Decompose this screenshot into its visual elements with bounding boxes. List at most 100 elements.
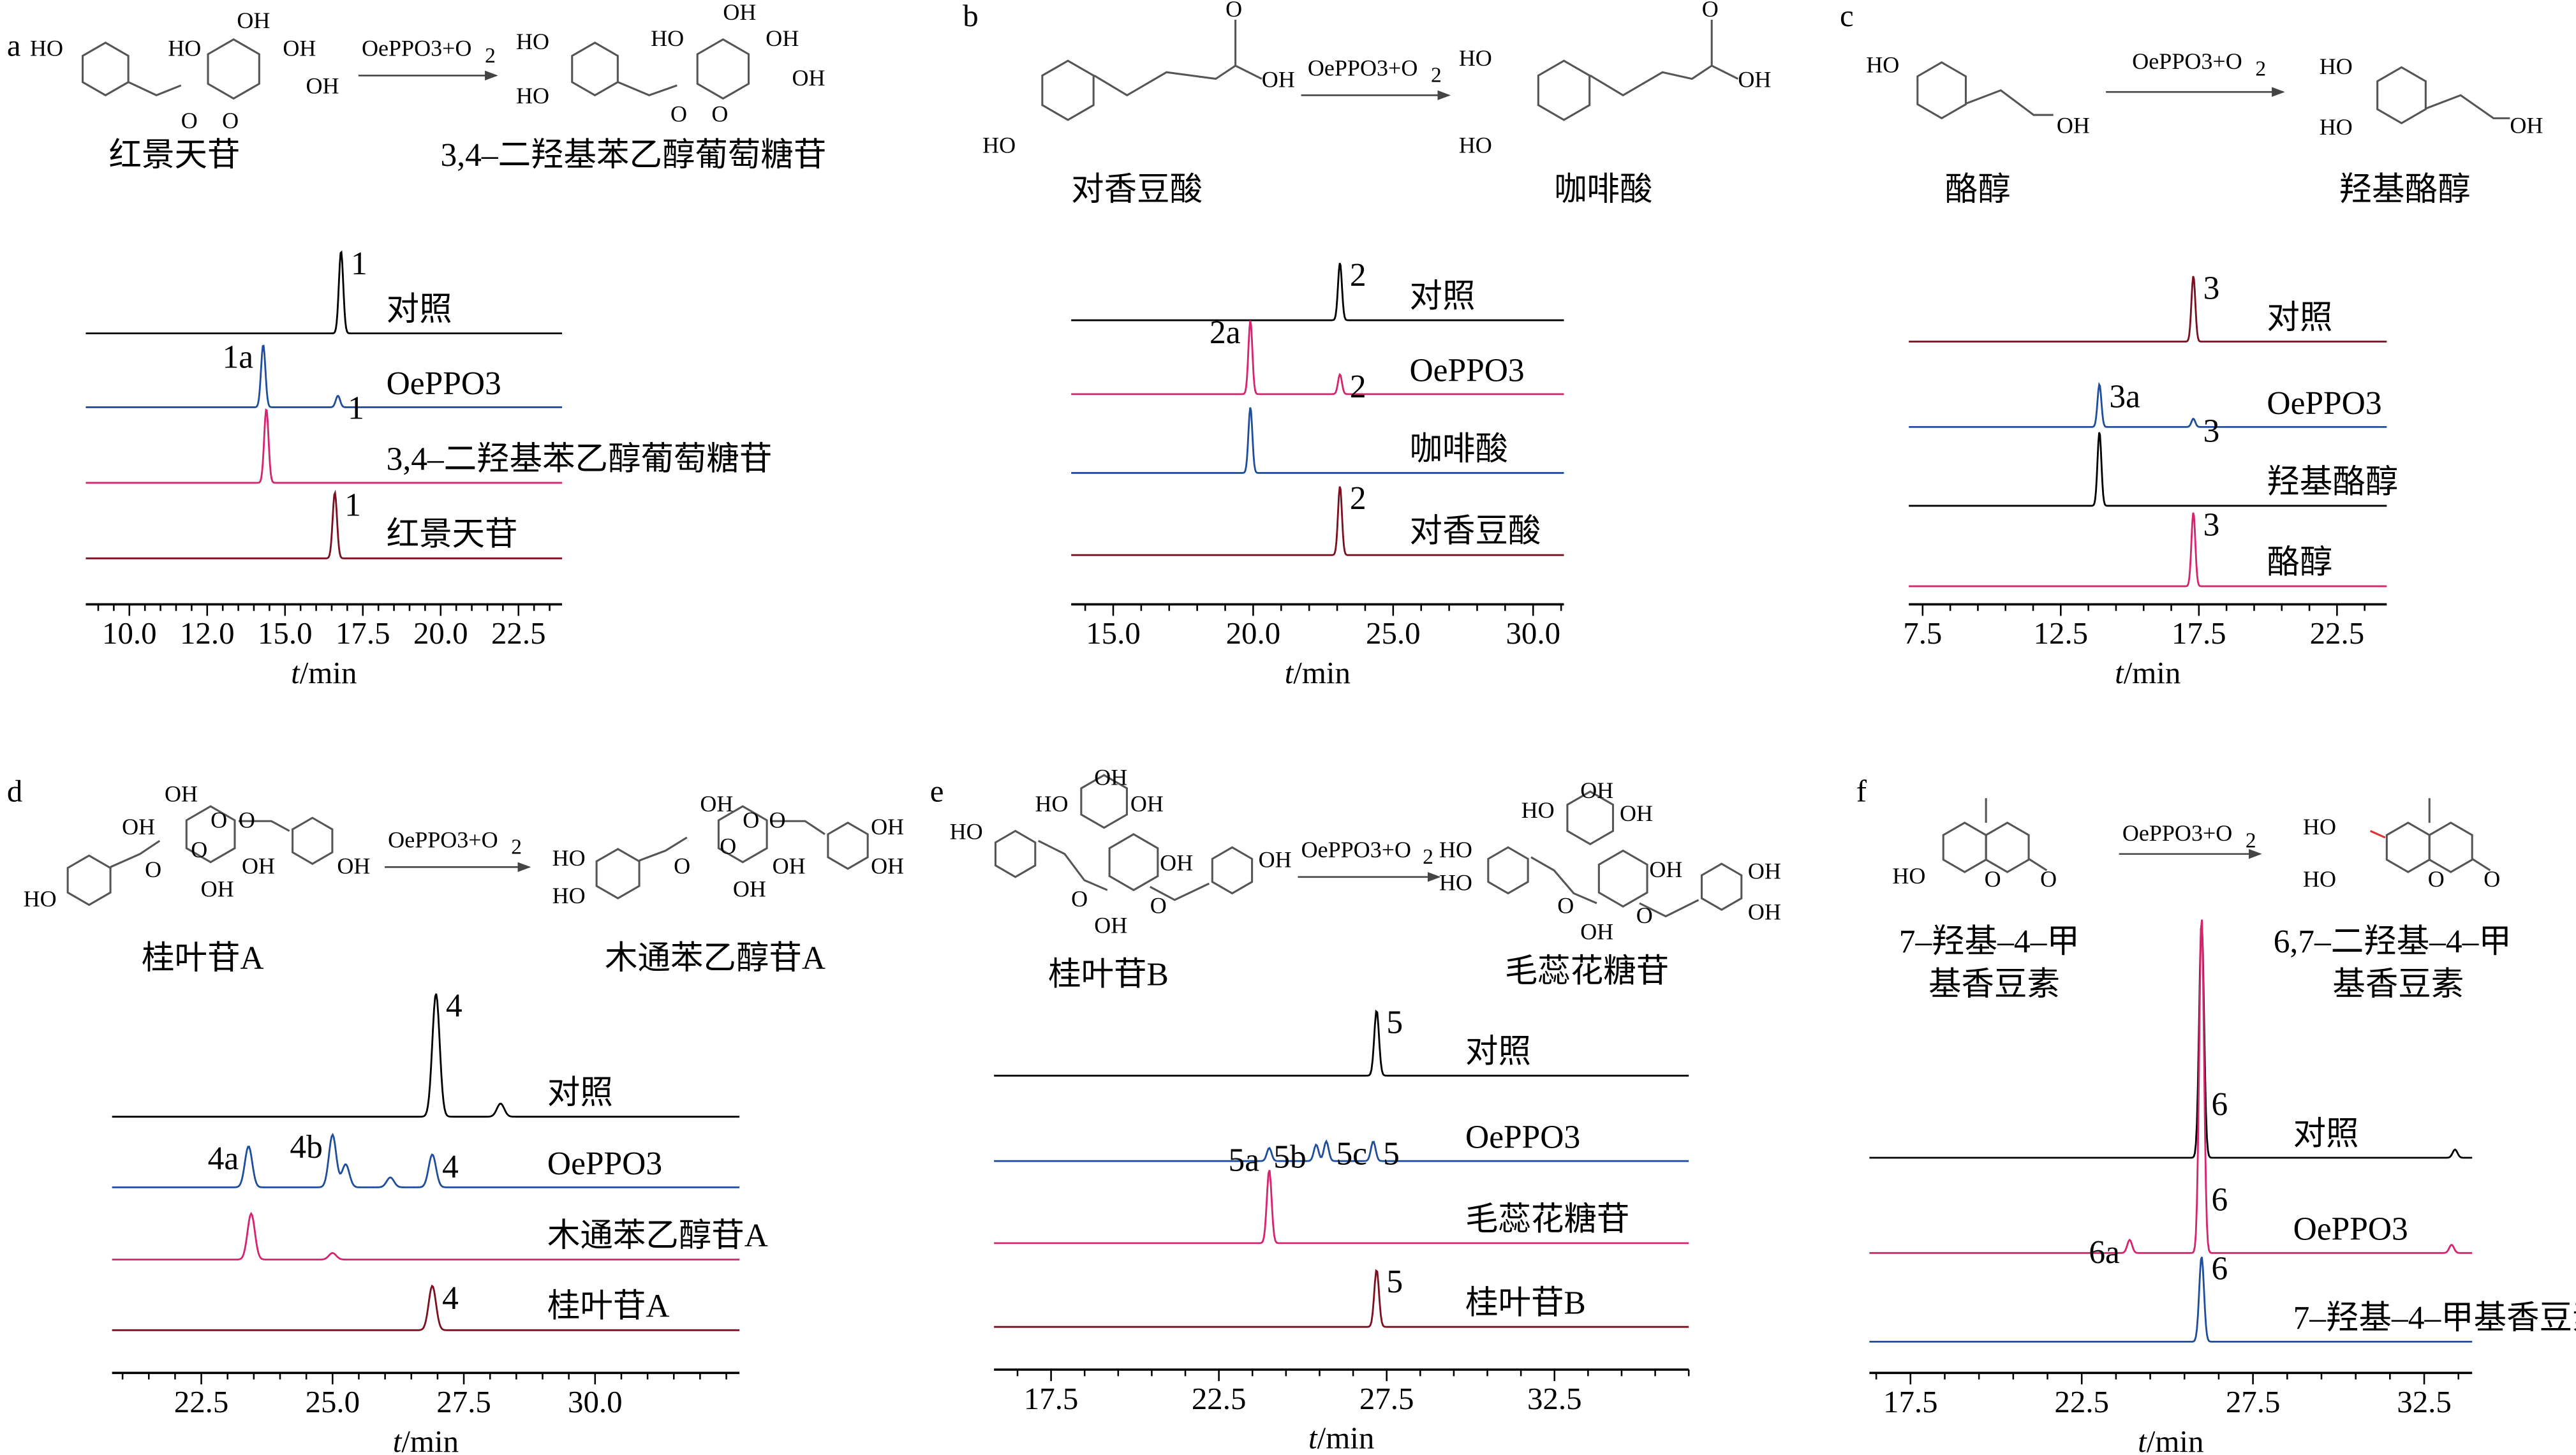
trace-1: [1869, 921, 2473, 1159]
bond: [1037, 839, 1210, 901]
glucose-ring: [696, 38, 750, 100]
atom-label: O: [1557, 892, 1574, 918]
atom-label: OH: [1748, 858, 1781, 883]
trace-2: [1909, 381, 2387, 428]
atom-label: OH: [871, 853, 904, 879]
trace-4: [112, 1284, 740, 1331]
atom-label: O: [1702, 0, 1719, 22]
atom-label: O: [191, 837, 207, 862]
trace-label: 7–羟基–4–甲基香豆素: [2293, 1300, 2576, 1336]
structure-product: HO HO O O: [2303, 798, 2500, 892]
atom-label: O: [222, 108, 239, 133]
atom-label: O: [1150, 892, 1167, 918]
reaction-reagent: OePPO3+O: [2122, 820, 2232, 846]
benzene-ring: [1211, 846, 1254, 895]
trace-1: [112, 993, 740, 1118]
structure-product: HO HO O OH: [1459, 0, 1772, 158]
x-axis-label-var: t: [1308, 1421, 1318, 1455]
atom-label: O: [2483, 866, 2500, 892]
benzene-ring: [2385, 822, 2431, 873]
atom-label: O: [2428, 866, 2445, 892]
trace-label: 桂叶苷A: [547, 1289, 670, 1325]
glucose-ring: [717, 805, 768, 864]
atom-label: HO: [982, 132, 1016, 158]
atom-label: OH: [1130, 791, 1164, 816]
x-tick-label: 12.0: [180, 616, 235, 651]
peak-label: 3: [2203, 270, 2220, 307]
peak-label: 5: [1383, 1135, 1400, 1172]
x-axis-label-var: t: [2138, 1424, 2147, 1455]
atom-label: OH: [242, 853, 275, 879]
trace-4: [994, 1269, 1689, 1328]
trace-label: OePPO3: [1410, 352, 1525, 388]
peak-label: 2: [1350, 257, 1366, 293]
x-tick-label: 17.5: [336, 616, 390, 651]
substrate-name-line1: 7–羟基–4–甲: [1899, 924, 2080, 960]
x-tick-label: 7.5: [1903, 616, 1942, 651]
atom-label: O: [711, 101, 728, 127]
trace-label: OePPO3: [1465, 1119, 1580, 1156]
trace-label: 咖啡酸: [1410, 431, 1508, 468]
reaction-reagent: OePPO3+O: [2132, 48, 2242, 74]
x-tick-label: 22.5: [2310, 616, 2365, 651]
benzene-ring: [1942, 822, 1987, 873]
structure-product: HO HO HO OH OH OH O O: [516, 0, 825, 127]
atom-label: O: [181, 108, 198, 133]
x-axis-label-unit: /min: [1317, 1421, 1375, 1455]
trace-2: [85, 344, 563, 408]
x-axis-label-unit: /min: [2147, 1424, 2204, 1455]
product-name: 木通苯乙醇苷A: [605, 940, 825, 977]
peak-label: 3: [2203, 413, 2220, 450]
atom-label: OH: [766, 26, 799, 51]
x-tick-label: 10.0: [102, 616, 157, 651]
atom-label: OH: [1094, 912, 1127, 938]
benzene-ring: [571, 41, 619, 97]
glucose-ring: [1597, 849, 1648, 908]
x-tick-label: 15.0: [1086, 616, 1141, 651]
x-tick-label: 22.5: [1192, 1381, 1247, 1416]
atom-label: OH: [1738, 66, 1771, 92]
panel-letter: c: [1840, 0, 1854, 33]
atom-label: HO: [1866, 52, 1899, 77]
x-tick-label: 20.0: [413, 616, 468, 651]
x-tick-label: 27.5: [1359, 1381, 1414, 1416]
substrate-name: 桂叶苷A: [142, 940, 264, 977]
trace-label: 对照: [387, 292, 452, 328]
atom-label: OH: [723, 0, 756, 25]
bond: [1985, 798, 2048, 871]
atom-label: HO: [950, 819, 983, 845]
x-axis-label-var: t: [393, 1424, 403, 1455]
atom-label: HO: [552, 883, 586, 908]
trace-label: 对香豆酸: [1410, 513, 1541, 550]
bond: [618, 81, 677, 96]
atom-label: O: [1985, 866, 2001, 892]
product-name: 咖啡酸: [1554, 172, 1652, 208]
x-tick-label: 12.5: [2034, 616, 2089, 651]
peak-label: 4a: [208, 1141, 239, 1177]
trace-3: [1869, 1257, 2473, 1343]
peak-label: 6: [2212, 1181, 2228, 1218]
substrate-name-line2: 基香豆素: [1928, 966, 2060, 1003]
atom-label: OH: [306, 73, 339, 99]
bond: [771, 820, 825, 836]
x-tick-label: 17.5: [2172, 616, 2226, 651]
x-tick-label: 32.5: [2397, 1384, 2452, 1419]
x-axis-label-unit: /min: [300, 655, 357, 690]
benzene-ring: [1487, 846, 1529, 895]
structure-substrate: HO O OH: [982, 0, 1295, 158]
trace-label: 对照: [2267, 300, 2332, 336]
x-axis-label: t/min: [393, 1424, 459, 1455]
atom-label: OH: [1580, 778, 1613, 803]
atom-label: OH: [2057, 113, 2090, 138]
x-axis-label-var: t: [291, 655, 300, 690]
structure-substrate: HO OH OH HO OH OH OH O O: [950, 765, 1292, 938]
atom-label: OH: [773, 853, 806, 879]
structure-substrate: HO OH: [1866, 52, 2090, 138]
peak-label: 5b: [1273, 1139, 1306, 1175]
peak-label: 1: [351, 246, 367, 282]
x-tick-label: 22.5: [491, 616, 546, 651]
